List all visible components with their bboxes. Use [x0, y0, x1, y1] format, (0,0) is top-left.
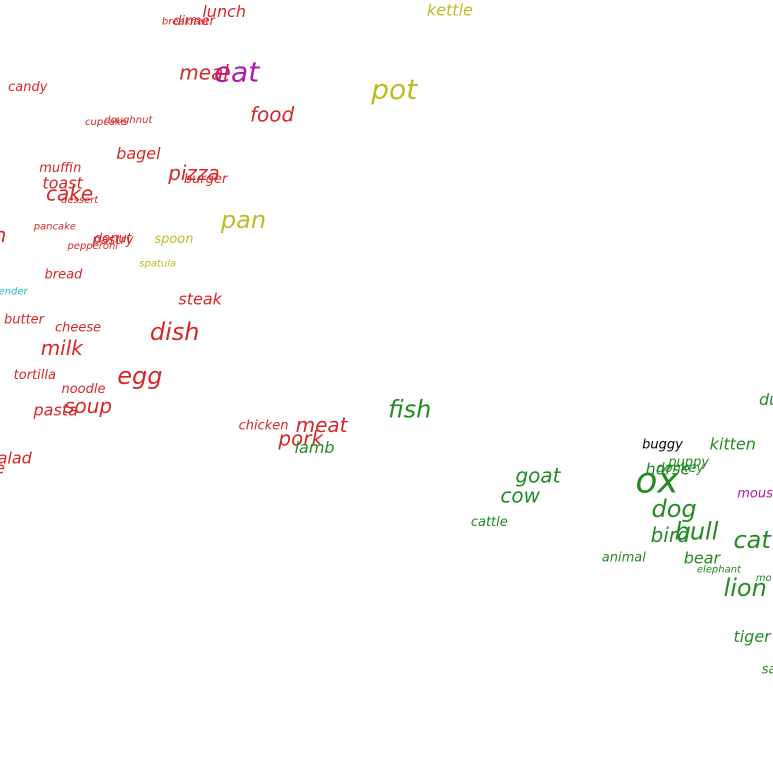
word-point-ender: ender	[0, 286, 29, 297]
word-point-meat: meat	[296, 413, 349, 437]
word-point-alad: alad	[0, 449, 33, 468]
word-point-mo: mo	[756, 573, 772, 584]
word-point-du: du	[759, 390, 773, 409]
word-point-mouse: mouse	[737, 486, 773, 501]
word-point-bread: bread	[44, 268, 83, 283]
word-point-breakfast: breakfast	[162, 17, 210, 28]
word-point-eat: eat	[214, 55, 260, 88]
word-point-dish: dish	[150, 318, 200, 346]
word-point-cupcake: cupcake	[85, 117, 127, 128]
word-point-kettle: kettle	[427, 0, 473, 19]
word-point-lunch: lunch	[202, 2, 246, 21]
word-point-ox: ox	[635, 460, 679, 501]
word-point-elephant: elephant	[697, 565, 742, 576]
word-point-pasta: pasta	[33, 401, 78, 420]
word-point-tiger: tiger	[733, 627, 772, 646]
word-point-fish: fish	[388, 396, 431, 424]
word-point-dinner: dinner	[173, 14, 216, 29]
word-point-bull: bull	[675, 518, 719, 546]
word-point-chicken: chicken	[239, 418, 289, 433]
word-point-lamb: lamb	[295, 438, 335, 457]
word-point-cheese: cheese	[55, 320, 101, 335]
word-point-kitten: kitten	[710, 435, 756, 454]
word-point-buggy: buggy	[642, 438, 683, 453]
word-point-spatula: spatula	[139, 259, 176, 270]
word-point-e: e	[0, 459, 5, 478]
word-point-pastry: pastry	[91, 233, 133, 248]
word-point-animal: animal	[602, 551, 646, 566]
word-point-pan: pan	[220, 206, 266, 234]
word-point-steak: steak	[178, 289, 222, 308]
word-point-pork: pork	[277, 426, 324, 450]
word-point-cow: cow	[500, 484, 540, 508]
word-point-cake: cake	[46, 181, 93, 205]
word-point-cat: cat	[733, 526, 772, 554]
word-point-toast: toast	[42, 174, 83, 193]
word-point-noodle: noodle	[61, 382, 105, 397]
word-point-milk: milk	[41, 336, 85, 360]
word-point-tortilla: tortilla	[14, 368, 56, 383]
word-point-egg: egg	[117, 362, 162, 390]
word-point-bear: bear	[684, 548, 722, 567]
word-point-burger: burger	[184, 172, 229, 187]
word-point-food: food	[250, 103, 295, 127]
word-point-butter: butter	[4, 313, 46, 328]
word-point-soup: soup	[64, 394, 112, 418]
word-point-pot: pot	[370, 73, 418, 106]
word-point-pizza: pizza	[167, 161, 220, 185]
word-point-spoon: spoon	[154, 232, 193, 247]
word-point-dessert: dessert	[61, 195, 99, 206]
word-point-sa: sa	[762, 663, 773, 678]
word-point-puppy: puppy	[667, 455, 709, 470]
word-point-candy: candy	[8, 80, 48, 95]
word-point-cattle: cattle	[471, 515, 508, 530]
word-point-n: n	[0, 223, 6, 247]
word-point-dog: dog	[652, 495, 697, 523]
word-point-donut: donut	[94, 231, 133, 246]
word-point-lion: lion	[724, 574, 767, 602]
word-point-pancake: pancake	[33, 222, 76, 233]
word-point-meal: meal	[179, 61, 229, 85]
word-point-pepperoni: pepperoni	[66, 241, 118, 252]
word-point-doughnut: doughnut	[104, 115, 153, 126]
word-point-bird: bird	[651, 523, 690, 547]
word-point-horse: horse	[646, 460, 691, 479]
word-point-bagel: bagel	[116, 144, 161, 163]
word-point-goat: goat	[515, 463, 561, 487]
word-point-donkey: donkey	[656, 461, 704, 476]
word-point-muffin: muffin	[39, 161, 81, 176]
